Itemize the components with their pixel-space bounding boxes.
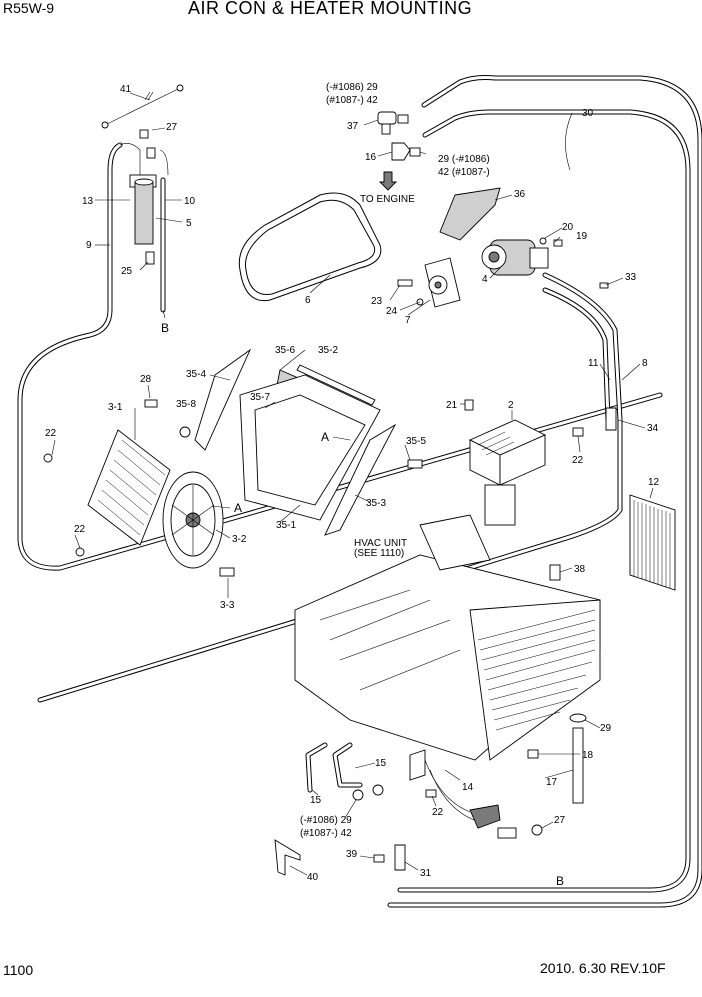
callout-33: 33 [625,272,637,283]
callout-41: 41 [120,84,132,95]
callout-37: 37 [347,121,359,132]
callout-35-4: 35-4 [186,369,206,380]
callout-28: 28 [140,374,152,385]
callout-4: 4 [482,274,488,285]
control-panel-2 [464,399,547,526]
callout-9: 9 [86,240,92,251]
compressor-bracket [397,257,461,308]
callout-b-bottom: B [556,874,564,888]
callout-a-fan: A [234,501,242,515]
model-code: R55W-9 [3,0,55,16]
serial-note-top-left-2: (#1087-) 42 [326,95,378,106]
callout-6: 6 [305,295,311,306]
callout-a-duct: A [321,430,329,444]
callout-3-2: 3-2 [232,534,247,545]
page-title: AIR CON & HEATER MOUNTING [188,0,473,18]
callout-7: 7 [405,315,411,326]
callout-8: 8 [642,358,648,369]
callout-2: 2 [508,400,514,411]
callout-3-1: 3-1 [108,402,123,413]
callout-25: 25 [121,266,133,277]
callout-35-6: 35-6 [275,345,295,356]
to-engine-note: TO ENGINE [360,194,415,205]
callout-18: 18 [582,750,594,761]
serial-note-bottom: (-#1086) 29 [300,815,352,826]
callout-20: 20 [562,222,574,233]
callout-14: 14 [462,782,474,793]
hvac-unit-ref: (SEE 1110) [354,548,404,559]
callout-22-left-bottom: 22 [74,524,86,535]
callout-35-8: 35-8 [176,399,196,410]
callout-15-right: 15 [375,758,387,769]
callout-b-top: B [161,321,169,335]
hose-8-11 [37,272,623,703]
callout-29-right: 29 [600,723,612,734]
revision-date: 2010. 6.30 REV.10F [540,960,666,976]
hose-30 [387,75,702,908]
callout-5: 5 [186,218,192,229]
callout-labels: 41 27 13 10 5 9 25 B (-#1086) 29 (#1087-… [45,82,660,888]
callout-36: 36 [514,189,526,200]
callout-19: 19 [576,231,588,242]
callout-31: 31 [420,868,432,879]
hoses-15 [305,742,363,793]
callout-23: 23 [371,296,383,307]
callout-22-bottom: 22 [432,807,444,818]
hvac-unit-label: HVAC UNIT [354,538,407,549]
callout-3-3: 3-3 [220,600,235,611]
serial-note-bottom-2: (#1087-) 42 [300,828,352,839]
duct-assembly-35 [179,348,423,536]
small-hardware [274,282,617,876]
callout-22-left-top: 22 [45,428,57,439]
callout-11: 11 [588,358,599,369]
callout-35-3: 35-3 [366,498,386,509]
drive-belt [238,192,382,302]
callout-40: 40 [307,872,319,883]
callout-12: 12 [648,477,660,488]
callout-34: 34 [647,423,659,434]
callout-22-right: 22 [572,455,584,466]
callout-35-2: 35-2 [318,345,338,356]
bracket-36 [439,187,501,241]
hose-9 [17,142,663,571]
serial-note-right-2: 42 (#1087-) [438,167,490,178]
callout-30: 30 [582,108,594,119]
serial-note-top-left: (-#1086) 29 [326,82,378,93]
callout-16: 16 [365,152,377,163]
hvac-unit [294,514,601,781]
callout-35-7: 35-7 [250,392,270,403]
receiver-drier-assembly [101,84,184,265]
page-number: 1100 [3,962,34,978]
callout-24: 24 [386,306,398,317]
callout-39: 39 [346,849,358,860]
callout-27-bottom: 27 [554,815,566,826]
callout-13: 13 [82,196,94,207]
condenser-3-1 [43,399,171,557]
callout-27: 27 [166,122,178,133]
callout-15-left: 15 [310,795,322,806]
filter-12 [629,494,676,591]
callout-21: 21 [446,400,458,411]
callout-35-1: 35-1 [276,520,296,531]
callout-17: 17 [546,777,558,788]
valve-fittings [377,111,421,191]
leader-lines [51,92,654,876]
serial-note-right: 29 (-#1086) [438,154,490,165]
callout-10: 10 [184,196,196,207]
callout-38: 38 [574,564,586,575]
callout-35-5: 35-5 [406,436,426,447]
compressor [481,237,563,276]
fan-3-2 [162,471,235,577]
